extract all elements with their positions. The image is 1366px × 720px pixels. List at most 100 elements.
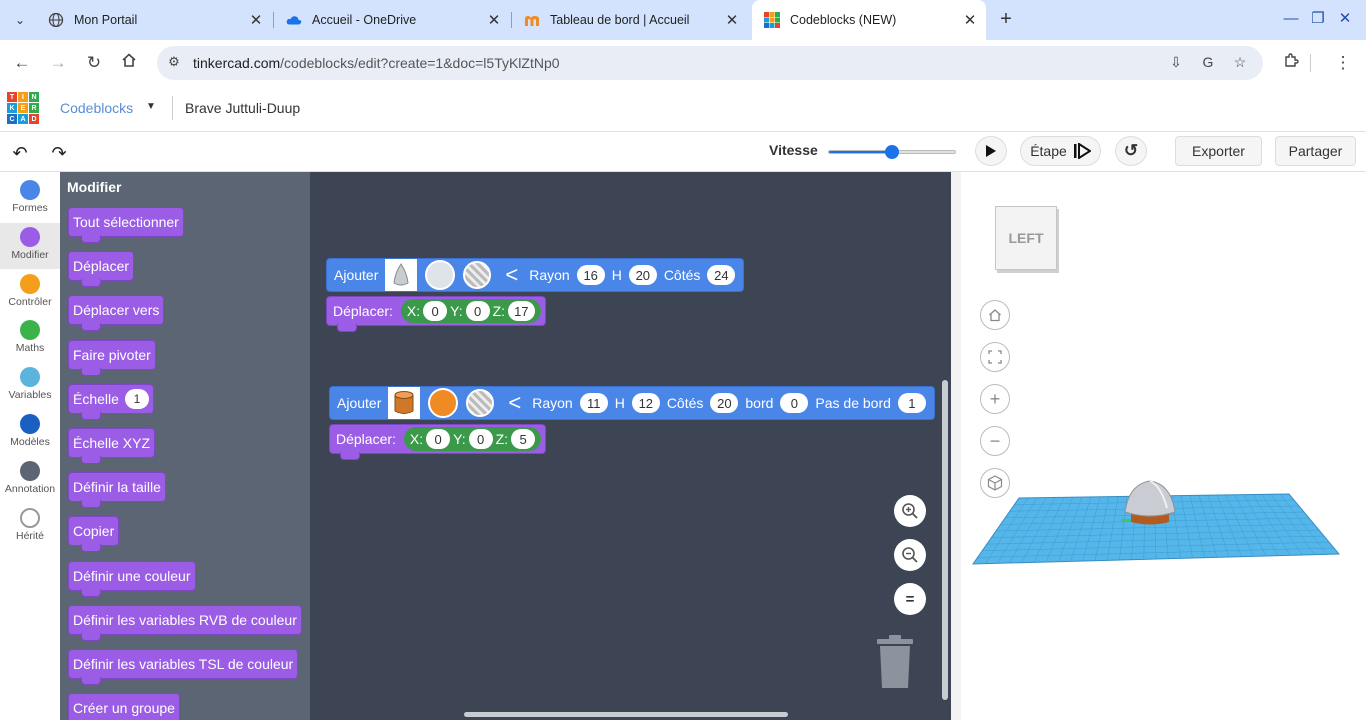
play-button[interactable]	[975, 136, 1007, 166]
y-input[interactable]: 0	[465, 301, 490, 321]
tab-mon-portail[interactable]: Mon Portail ✕	[36, 5, 272, 35]
block-value-input[interactable]: 1	[124, 388, 149, 409]
flyout-block[interactable]: Créer un groupe	[68, 693, 180, 720]
home-icon[interactable]	[118, 52, 140, 74]
reset-button[interactable]: ↺	[1115, 136, 1147, 166]
flyout-block[interactable]: Échelle XYZ	[68, 428, 156, 464]
height-input[interactable]: 12	[631, 393, 660, 413]
bookmark-star-icon[interactable]: ☆	[1233, 54, 1247, 70]
tab-search-icon[interactable]: ⌄	[14, 13, 26, 27]
speed-slider-knob[interactable]	[885, 145, 899, 159]
export-button[interactable]: Exporter	[1175, 136, 1262, 166]
home-icon	[989, 309, 1001, 322]
trash-icon[interactable]	[875, 635, 915, 689]
undo-icon[interactable]: ↶	[12, 143, 28, 163]
flyout-block[interactable]: Tout sélectionner	[68, 207, 184, 243]
hole-toggle-icon[interactable]	[466, 389, 495, 417]
chevron-down-icon[interactable]: ▼	[146, 101, 156, 112]
zoom-in-button[interactable]	[894, 495, 926, 527]
x-input[interactable]: 0	[423, 301, 448, 321]
menu-icon[interactable]: ⋮	[1334, 53, 1352, 72]
forward-icon[interactable]: →	[49, 53, 67, 72]
tinkercad-logo[interactable]: T I N K E R C A D	[7, 92, 39, 124]
close-tab-icon[interactable]: ✕	[249, 12, 263, 29]
add-shape-block[interactable]: Ajouter < Rayon 11 H 12 Côtés 20 bord 0 …	[329, 386, 935, 420]
category-modifier[interactable]: Modifier	[0, 222, 60, 269]
cone-icon[interactable]	[385, 259, 418, 291]
install-app-icon[interactable]: ⇩	[1170, 54, 1182, 70]
bevel-steps-input[interactable]: 1	[897, 393, 926, 413]
perspective-toggle-button[interactable]	[980, 468, 1010, 498]
close-window-icon[interactable]: ✕	[1338, 10, 1352, 27]
address-bar[interactable]: ⚙ tinkercad.com/codeblocks/edit?create=1…	[157, 46, 1263, 80]
flyout-block[interactable]: Déplacer	[68, 251, 135, 288]
step-button[interactable]: Étape	[1020, 136, 1101, 166]
tab-tableau-de-bord[interactable]: Tableau de bord | Accueil ✕	[512, 5, 748, 35]
new-tab-icon[interactable]: +	[1000, 8, 1012, 30]
back-icon[interactable]: ←	[13, 53, 31, 72]
minimize-icon[interactable]: —	[1283, 10, 1299, 27]
workspace-horizontal-scrollbar[interactable]	[464, 712, 788, 717]
color-swatch[interactable]	[425, 260, 456, 290]
sides-input[interactable]: 20	[710, 393, 739, 413]
category-contrôler[interactable]: Contrôler	[0, 270, 60, 316]
sides-input[interactable]: 24	[707, 265, 736, 285]
reload-icon[interactable]: ↻	[86, 53, 102, 72]
site-info-icon[interactable]: ⚙	[168, 54, 180, 69]
collapse-chevron-icon[interactable]: <	[505, 262, 519, 287]
zoom-in-icon[interactable]: +	[980, 384, 1010, 414]
flyout-block[interactable]: Faire pivoter	[68, 339, 156, 376]
workspace-vertical-scrollbar[interactable]	[942, 380, 948, 700]
redo-icon[interactable]: ↷	[51, 143, 67, 163]
move-block[interactable]: Déplacer: X: 0 Y: 0 Z: 17	[326, 296, 546, 332]
category-hérité[interactable]: Hérité	[0, 504, 60, 550]
zoom-out-icon[interactable]: −	[980, 426, 1010, 456]
zoom-reset-button[interactable]: =	[894, 583, 926, 615]
share-button[interactable]: Partager	[1275, 136, 1356, 166]
radius-input[interactable]: 16	[576, 265, 605, 285]
flyout-block[interactable]: Définir les variables RVB de couleur	[68, 604, 302, 641]
flyout-block[interactable]: Définir les variables TSL de couleur	[68, 649, 299, 685]
hole-toggle-icon[interactable]	[463, 261, 492, 289]
category-modèles[interactable]: Modèles	[0, 410, 60, 456]
category-formes[interactable]: Formes	[0, 176, 60, 222]
color-swatch[interactable]	[428, 388, 459, 418]
translate-icon[interactable]: G	[1202, 54, 1214, 70]
fit-view-button[interactable]	[980, 342, 1010, 372]
y-input[interactable]: 0	[468, 429, 493, 449]
tab-codeblocks[interactable]: Codeblocks (NEW) ✕	[752, 0, 986, 40]
move-block[interactable]: Déplacer: X: 0 Y: 0 Z: 5	[329, 424, 547, 460]
radius-input[interactable]: 11	[579, 393, 608, 413]
extensions-icon[interactable]	[1280, 52, 1302, 74]
add-shape-block[interactable]: Ajouter < Rayon 16 H 20 Côtés 24	[326, 258, 745, 292]
x-input[interactable]: 0	[426, 429, 451, 449]
flyout-block[interactable]: Définir une couleur	[68, 560, 196, 597]
category-annotation[interactable]: Annotation	[0, 457, 60, 503]
category-maths[interactable]: Maths	[0, 316, 60, 362]
flyout-block[interactable]: Déplacer vers	[68, 295, 165, 332]
close-tab-icon[interactable]: ✕	[487, 12, 501, 29]
close-tab-icon[interactable]: ✕	[963, 12, 977, 29]
collapse-chevron-icon[interactable]: <	[508, 390, 522, 415]
zoom-out-button[interactable]	[894, 539, 926, 571]
category-variables[interactable]: Variables	[0, 363, 60, 409]
document-name[interactable]: Brave Juttuli-Duup	[185, 100, 301, 116]
home-view-button[interactable]	[980, 300, 1010, 330]
view-cube[interactable]: LEFT	[995, 206, 1057, 270]
z-input[interactable]: 17	[508, 301, 535, 321]
restore-icon[interactable]: ❐	[1311, 10, 1325, 27]
flyout-block[interactable]: Définir la taille	[68, 472, 166, 509]
3d-viewer[interactable]: LEFT + −	[951, 172, 1366, 720]
code-workspace[interactable]: Ajouter < Rayon 16 H 20 Côtés 24 Déplace…	[310, 172, 951, 720]
category-color-dot	[20, 367, 40, 388]
z-input[interactable]: 5	[511, 429, 536, 449]
product-name[interactable]: Codeblocks	[60, 100, 134, 116]
close-tab-icon[interactable]: ✕	[725, 12, 739, 29]
height-input[interactable]: 20	[628, 265, 657, 285]
flyout-block[interactable]: Copier	[68, 516, 120, 553]
bevel-input[interactable]: 0	[780, 393, 809, 413]
speed-slider[interactable]	[828, 145, 956, 159]
cylinder-icon[interactable]	[388, 387, 421, 419]
tab-onedrive[interactable]: Accueil - OneDrive ✕	[274, 5, 510, 35]
